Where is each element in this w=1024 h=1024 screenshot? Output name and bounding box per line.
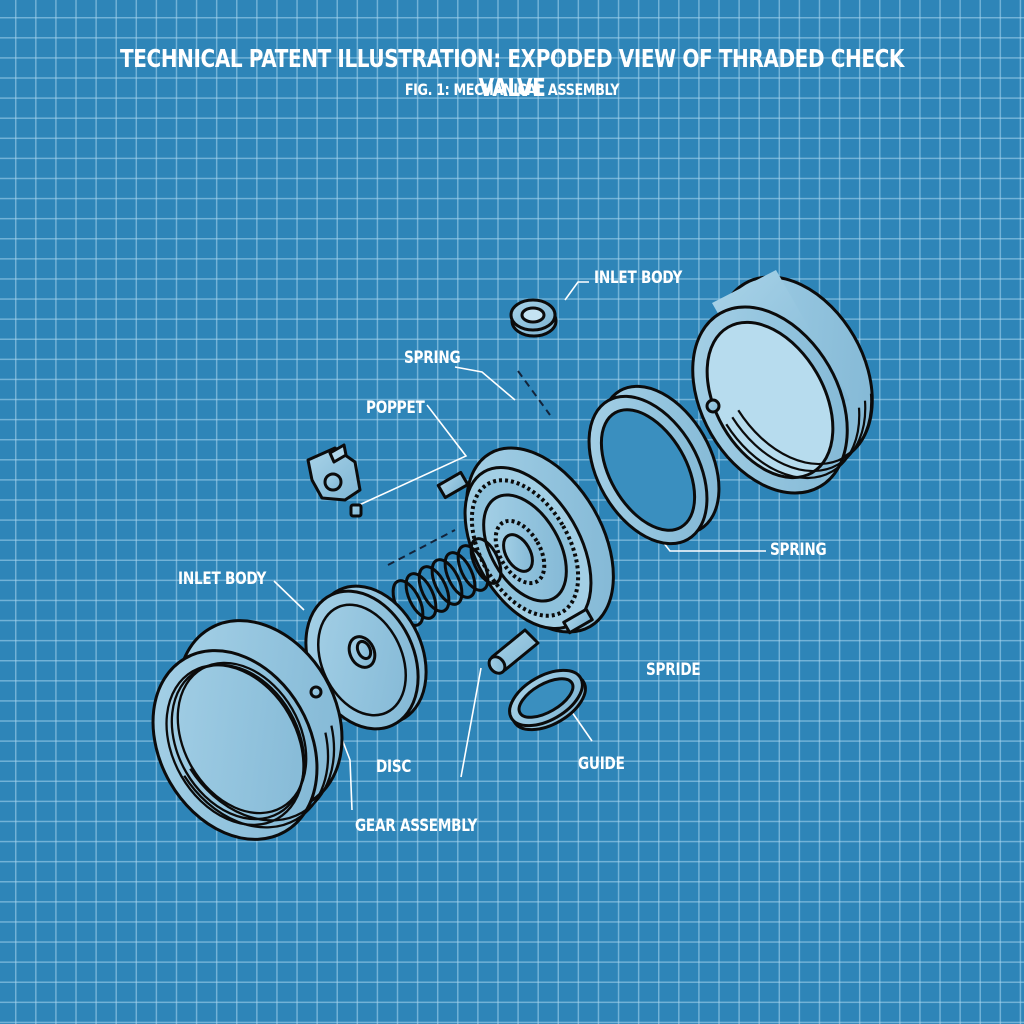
leader-inlet-body-top: [564, 281, 589, 301]
label-spring-right: SPRING: [770, 540, 827, 560]
label-poppet: POPPET: [366, 398, 425, 418]
pin: [487, 628, 540, 675]
leader-disc: [460, 667, 482, 778]
leader-inlet-body-left: [273, 580, 305, 611]
axis-lines: [387, 370, 551, 566]
threaded-outlet-body: [691, 270, 874, 495]
small-sleeve: [349, 503, 363, 518]
guide-ring: [508, 668, 587, 732]
label-guide: GUIDE: [578, 754, 625, 774]
gear-assembly: [436, 446, 615, 635]
label-spride: SPRIDE: [646, 660, 701, 680]
threaded-inlet-body: [151, 619, 344, 841]
label-inlet-body-top: INLET BODY: [594, 268, 683, 288]
figure-title: TECHNICAL PATENT ILLUSTRATION: EXPODED V…: [120, 44, 904, 102]
label-spring-top: SPRING: [404, 348, 461, 368]
ball: [309, 685, 323, 699]
leader-spring-top: [454, 366, 516, 401]
spring: [391, 537, 503, 627]
bracket: [306, 443, 362, 502]
label-inlet-body-left: INLET BODY: [178, 569, 267, 589]
seat-ring: [587, 384, 721, 546]
nut-ring: [509, 298, 558, 338]
figure-subtitle: FIG. 1: MECHANICAL ASSEMBLY: [404, 80, 620, 99]
label-disc: DISC: [376, 757, 412, 777]
leader-poppet: [356, 404, 468, 507]
label-gear-assembly: GEAR ASSEMBLY: [355, 816, 478, 836]
